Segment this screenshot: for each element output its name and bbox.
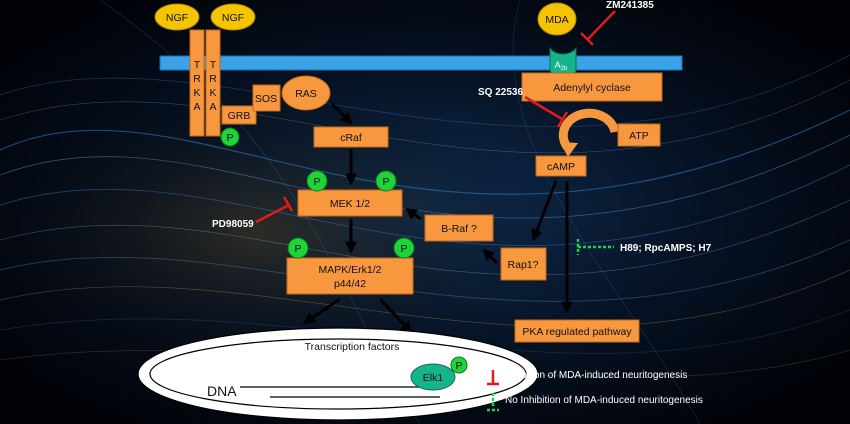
elk1-phospho-label: P xyxy=(455,360,462,372)
trka-2-letter-t: T xyxy=(210,59,217,71)
pd98059-inhibition-bar xyxy=(282,196,294,212)
atp-to-camp-curve xyxy=(558,108,620,154)
mapk-node xyxy=(286,257,414,295)
trka-1-letter-a: A xyxy=(193,101,200,113)
camp-label: cAMP xyxy=(547,161,575,173)
elk1-label: Elk1 xyxy=(423,372,444,384)
rap1-label: Rap1? xyxy=(508,259,539,271)
adenylyl-cyclase-label: Adenylyl cyclase xyxy=(553,82,631,94)
nucleus-inner xyxy=(149,338,527,410)
legend-inhibition-text: Inhibition of MDA-induced neuritogenesis xyxy=(505,370,687,381)
trka-phospho xyxy=(220,127,240,147)
elk1-node xyxy=(410,363,456,391)
a2b-label-main: A xyxy=(555,60,561,70)
ras-node xyxy=(281,75,331,111)
sos-label: SOS xyxy=(255,93,277,105)
zm241385-inhibition xyxy=(587,10,616,40)
trka-receptor-2 xyxy=(205,29,221,137)
ras-label: RAS xyxy=(295,88,317,100)
mapk-phospho-right-label: P xyxy=(400,243,407,255)
arrow-mapk-nucleus-left xyxy=(303,297,341,325)
craf-node xyxy=(313,126,389,148)
arrow-rap1-braf xyxy=(482,248,499,265)
arrow-camp-rap1 xyxy=(531,180,558,242)
mapk-phospho-right xyxy=(393,237,415,259)
mek-phospho-left-label: P xyxy=(313,176,320,188)
grb-node xyxy=(221,105,257,125)
sq22536-inhibition xyxy=(524,95,563,121)
a2b-label-sub: 2b xyxy=(561,66,568,72)
trka-2-letters: T R K A xyxy=(209,59,217,113)
zm241385-inhibition-bar xyxy=(580,32,594,46)
trka-phospho-label: P xyxy=(226,132,233,144)
ngf-ligand-1-label: NGF xyxy=(166,12,188,24)
pka-node xyxy=(514,319,640,343)
trka-1-letter-t: T xyxy=(194,59,201,71)
a2b-label: A2b xyxy=(555,60,568,72)
elk1-phospho xyxy=(450,356,468,374)
mapk-phospho-left xyxy=(287,237,309,259)
h89-label: H89; RpcAMPS; H7 xyxy=(620,243,712,254)
arrow-braf-mek xyxy=(405,207,422,221)
mapk-label-line1: MAPK/Erk1/2 xyxy=(318,264,381,276)
mek-phospho-right-label: P xyxy=(382,176,389,188)
trka-2-letter-a: A xyxy=(209,101,216,113)
cell-membrane xyxy=(159,55,683,71)
mek-phospho-right xyxy=(375,170,397,192)
dna-label: DNA xyxy=(207,383,237,399)
mapk-phospho-left-label: P xyxy=(294,243,301,255)
trka-2-letter-k: K xyxy=(209,87,216,99)
camp-node xyxy=(535,155,587,177)
pka-label: PKA regulated pathway xyxy=(522,326,632,338)
zm241385-label: ZM241385 xyxy=(606,0,654,11)
arrow-ras-craf xyxy=(330,102,353,125)
atp-to-camp-arrowhead xyxy=(560,142,578,157)
legend-no-inhibition-text: No Inhibition of MDA-induced neuritogene… xyxy=(505,395,703,406)
sos-node xyxy=(252,84,281,112)
pd98059-label: PD98059 xyxy=(212,219,254,230)
transcription-factors-label: Transcription factors xyxy=(305,341,400,353)
trka-1-letter-k: K xyxy=(193,87,200,99)
sq22536-inhibition-bar xyxy=(556,111,569,128)
grb-label: GRB xyxy=(228,110,251,122)
adenylyl-cyclase-node xyxy=(521,72,663,102)
atp-node xyxy=(617,123,661,147)
trka-1-letter-r: R xyxy=(193,73,201,85)
pd98059-inhibition xyxy=(255,203,290,224)
mek-node xyxy=(297,189,403,217)
trka-1-letters: T R K A xyxy=(193,59,201,113)
mek-phospho-left xyxy=(306,170,328,192)
mapk-label-line2: p44/42 xyxy=(334,278,366,290)
trka-2-letter-r: R xyxy=(209,73,217,85)
braf-label: B-Raf ? xyxy=(441,223,477,235)
trka-receptor-1 xyxy=(189,29,205,137)
ngf-ligand-1 xyxy=(154,3,200,31)
ngf-ligand-2 xyxy=(210,3,256,31)
braf-node xyxy=(424,214,494,242)
arrow-mapk-nucleus-right xyxy=(378,297,413,334)
craf-label: cRaf xyxy=(340,132,362,144)
mda-ligand xyxy=(537,2,577,36)
mek-label: MEK 1/2 xyxy=(330,198,370,210)
atp-label: ATP xyxy=(629,130,649,142)
ngf-ligand-2-label: NGF xyxy=(222,12,244,24)
sq22536-label: SQ 22536 xyxy=(478,87,523,98)
rap1-node xyxy=(500,247,547,281)
mda-label: MDA xyxy=(545,14,568,26)
